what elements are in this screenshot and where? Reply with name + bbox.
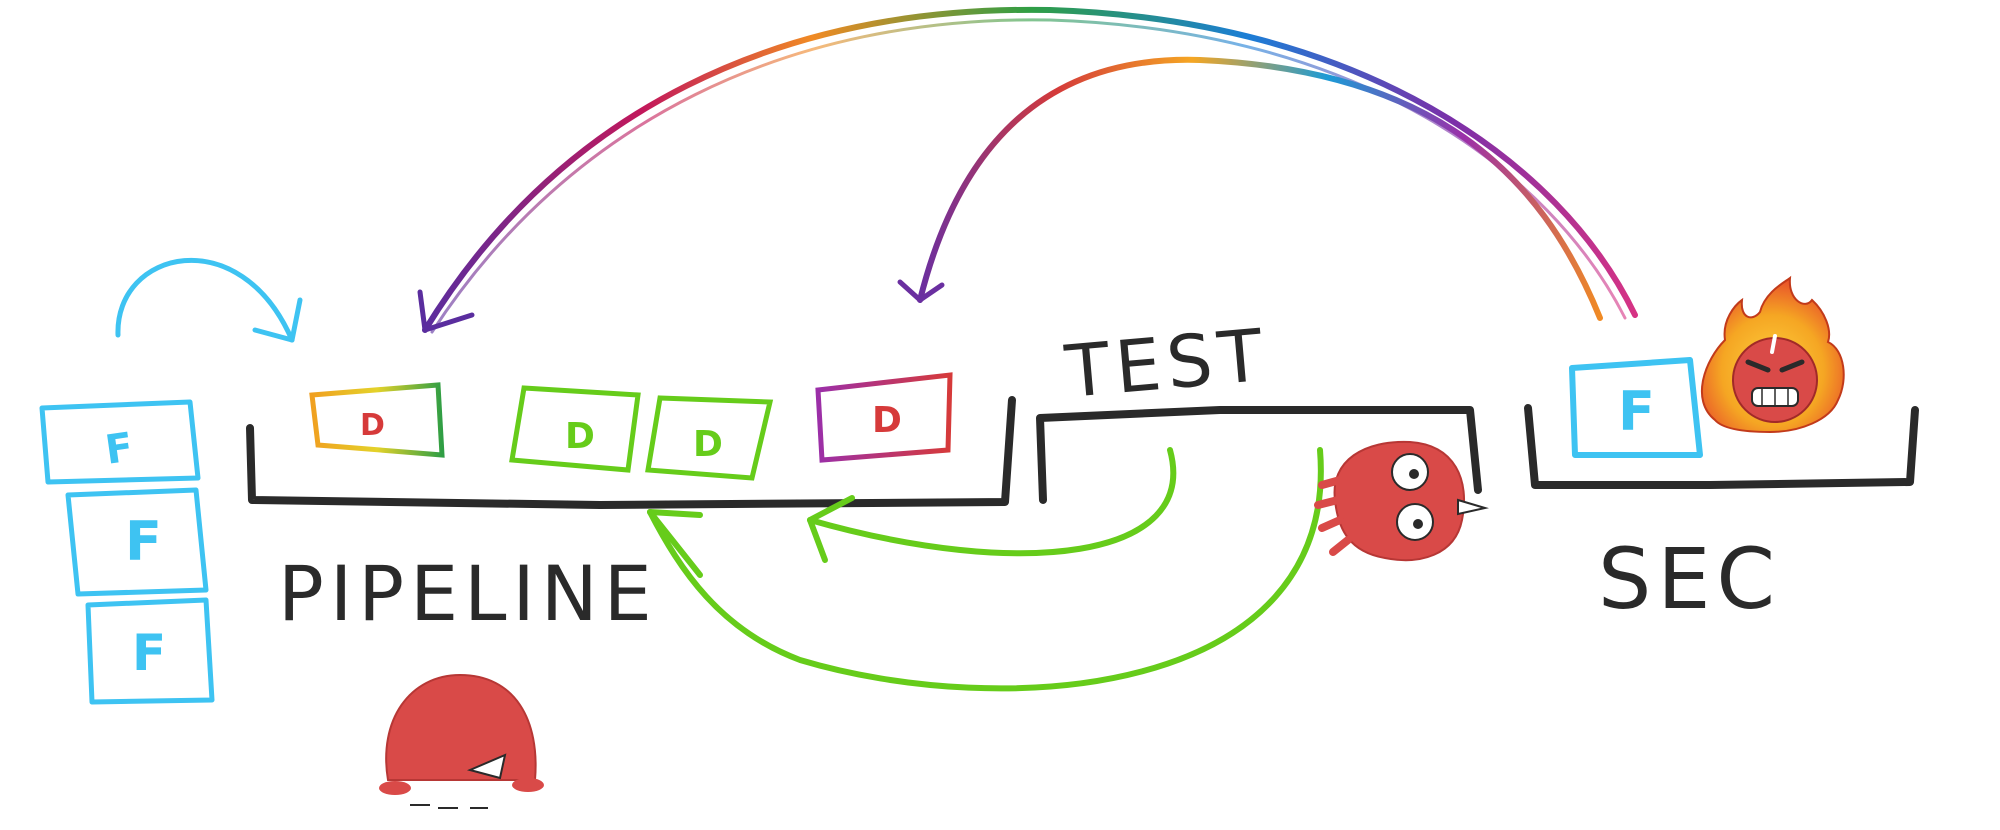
pipeline-item-4: D bbox=[815, 372, 953, 463]
feature-card-1-label: F bbox=[103, 424, 136, 473]
pipeline-item-3-label: D bbox=[693, 424, 723, 465]
sec-feature-card-label: F bbox=[1618, 380, 1655, 443]
sec-bracket bbox=[1524, 404, 1919, 489]
blue-arrow-stack-to-pipeline bbox=[115, 257, 303, 343]
green-arrow-test-to-pipeline-short bbox=[807, 447, 1177, 563]
feature-card-1 bbox=[39, 399, 201, 485]
mascot-blob-icon bbox=[379, 673, 544, 809]
rainbow-arrow-sec-to-pipeline-start bbox=[417, 6, 1638, 334]
angry-flame-icon bbox=[1700, 275, 1845, 434]
green-arrow-test-to-pipeline-long bbox=[647, 447, 1324, 692]
feature-card-stack bbox=[39, 399, 215, 705]
pipeline-item-1-label: D bbox=[360, 408, 385, 443]
mascot-octopus-icon bbox=[1314, 440, 1489, 562]
pipeline-item-4-label: D bbox=[872, 400, 902, 441]
feature-card-2 bbox=[65, 487, 209, 597]
test-label: TEST bbox=[1061, 313, 1272, 414]
sec-label: SEC bbox=[1598, 530, 1781, 628]
sec-feature-card: F bbox=[1569, 357, 1703, 458]
pipeline-item-3: D bbox=[645, 395, 774, 481]
pipeline-item-2: D bbox=[509, 385, 641, 473]
feature-card-3 bbox=[85, 597, 215, 705]
feature-card-3-label: F bbox=[132, 624, 166, 682]
rainbow-arrow-sec-to-pipeline-end bbox=[897, 56, 1603, 321]
test-bracket bbox=[1036, 406, 1482, 504]
pipeline-label: PIPELINE bbox=[278, 549, 658, 638]
feature-card-2-label: F bbox=[125, 510, 162, 573]
pipeline-bracket bbox=[246, 396, 1016, 509]
pipeline-item-2-label: D bbox=[565, 416, 595, 457]
pipeline-item-1: D bbox=[309, 382, 445, 458]
